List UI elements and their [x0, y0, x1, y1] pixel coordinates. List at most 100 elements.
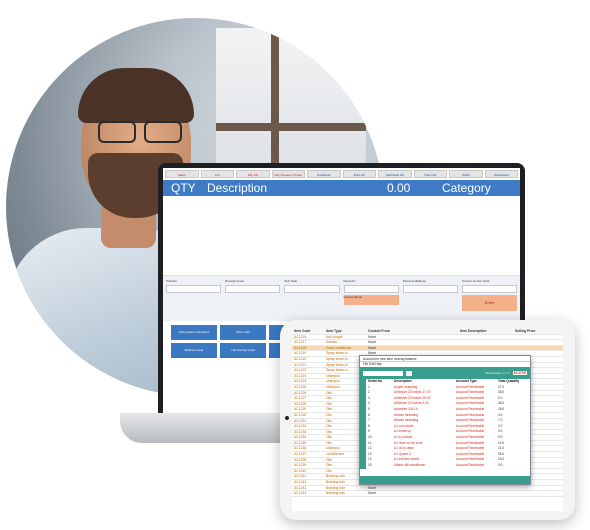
table-cell: AC1222: [294, 368, 307, 373]
table-cell: AC1237: [294, 452, 307, 457]
table-cell: None: [368, 485, 377, 490]
total-no-label: Total No: [166, 279, 178, 283]
popup-cell: 9: [368, 429, 370, 434]
popup-cell: Account Receivable: [456, 457, 485, 462]
previous-balance-field[interactable]: [402, 285, 458, 293]
popup-cell: 11: [368, 440, 372, 445]
toolbar-button[interactable]: Pay Cheque / Pcode: [271, 170, 305, 178]
popup-cell: 16.0: [498, 457, 505, 462]
popup-cell: 14.0: [498, 440, 505, 445]
previous-balance-label: Previous Balance: [402, 279, 427, 283]
total-no-field[interactable]: [166, 285, 222, 293]
popup-cell: 8: [368, 423, 370, 428]
table-cell: AC1244: [294, 491, 307, 496]
popup-column-header: Description: [394, 379, 412, 383]
table-cell: [515, 486, 563, 491]
table-cell: [515, 335, 563, 340]
column-header: Item Type: [326, 329, 342, 333]
table-cell: Oils: [326, 429, 332, 434]
toolbar-button[interactable]: Trans FR: [413, 170, 447, 178]
popup-cell: Acrylic wrapping: [394, 384, 418, 389]
table-cell: AC1216: [294, 334, 307, 339]
popup-column-header: Total Quantity: [498, 379, 520, 383]
table-cell: [515, 340, 563, 345]
popup-cell: 1: [368, 384, 370, 389]
table-cell: AC1241: [294, 474, 307, 479]
discount-field[interactable]: [343, 285, 399, 293]
table-cell: AC1225: [294, 384, 307, 389]
toolbar-button[interactable]: Dashboard: [484, 170, 518, 178]
table-cell: AC1238: [294, 457, 307, 462]
popup-cell: Account Receivable: [456, 440, 485, 445]
table-cell: AC1220: [294, 356, 307, 361]
search-button[interactable]: [406, 370, 412, 376]
toolbar-button[interactable]: Sales: [165, 170, 199, 178]
table-cell: [460, 340, 515, 345]
table-cell: conditioners: [326, 452, 345, 457]
popup-cell: 12: [368, 446, 372, 451]
toolbar-button[interactable]: Pay FR: [236, 170, 270, 178]
table-cell: Oils: [326, 407, 332, 412]
table-cell: Oils: [326, 396, 332, 401]
category-tile[interactable]: Spring items clearance: [171, 325, 218, 340]
table-cell: Oils: [326, 424, 332, 429]
table-cell: AC1235: [294, 440, 307, 445]
toolbar-button[interactable]: List: [200, 170, 234, 178]
table-cell: AC1226: [294, 390, 307, 395]
popup-column-header: Serial No: [368, 379, 382, 383]
column-header: Item Description: [460, 329, 487, 333]
table-cell: AC1223: [294, 373, 307, 378]
table-cell: shampoo: [326, 384, 340, 389]
category-header: Category: [442, 181, 491, 195]
column-header: Item Code: [294, 329, 311, 333]
popup-footer: [360, 476, 530, 484]
enter-button[interactable]: Enter: [461, 295, 518, 311]
toolbar-button[interactable]: Park/Hold FR: [378, 170, 412, 178]
popup-cell: Account Receivable: [456, 434, 485, 439]
amount-header: 0.00: [387, 181, 411, 195]
sub-total-field[interactable]: [284, 285, 340, 293]
custom-menu-button[interactable]: Custom Menu: [343, 295, 399, 305]
table-cell: Oils: [326, 435, 332, 440]
popup-cell: AJ Queen 6: [394, 451, 411, 456]
table-cell: Oils: [326, 418, 332, 423]
current-invoice-field[interactable]: [461, 285, 518, 293]
category-tile[interactable]: Hot Ironing Comb: [220, 343, 267, 358]
popup-cell: AJ treats up: [394, 429, 412, 434]
table-cell: Spray leave-in: [326, 368, 348, 373]
toolbar-button[interactable]: Print FR: [342, 170, 376, 178]
category-tile[interactable]: Mattress wear: [171, 343, 218, 358]
description-header: Description: [207, 181, 268, 195]
receipt-count-field[interactable]: [225, 285, 281, 293]
toolbar-button[interactable]: Park/Hold: [307, 170, 341, 178]
order-grid[interactable]: [163, 196, 520, 276]
search-input[interactable]: [363, 370, 403, 376]
table-cell: AC1224: [294, 379, 307, 384]
category-tile[interactable]: Mens Ties: [220, 325, 267, 340]
popup-cell: AJ cool wools: [394, 423, 414, 428]
popup-menu[interactable]: File Edit Help: [363, 362, 382, 366]
toolbar-button[interactable]: (Shift): [449, 170, 483, 178]
